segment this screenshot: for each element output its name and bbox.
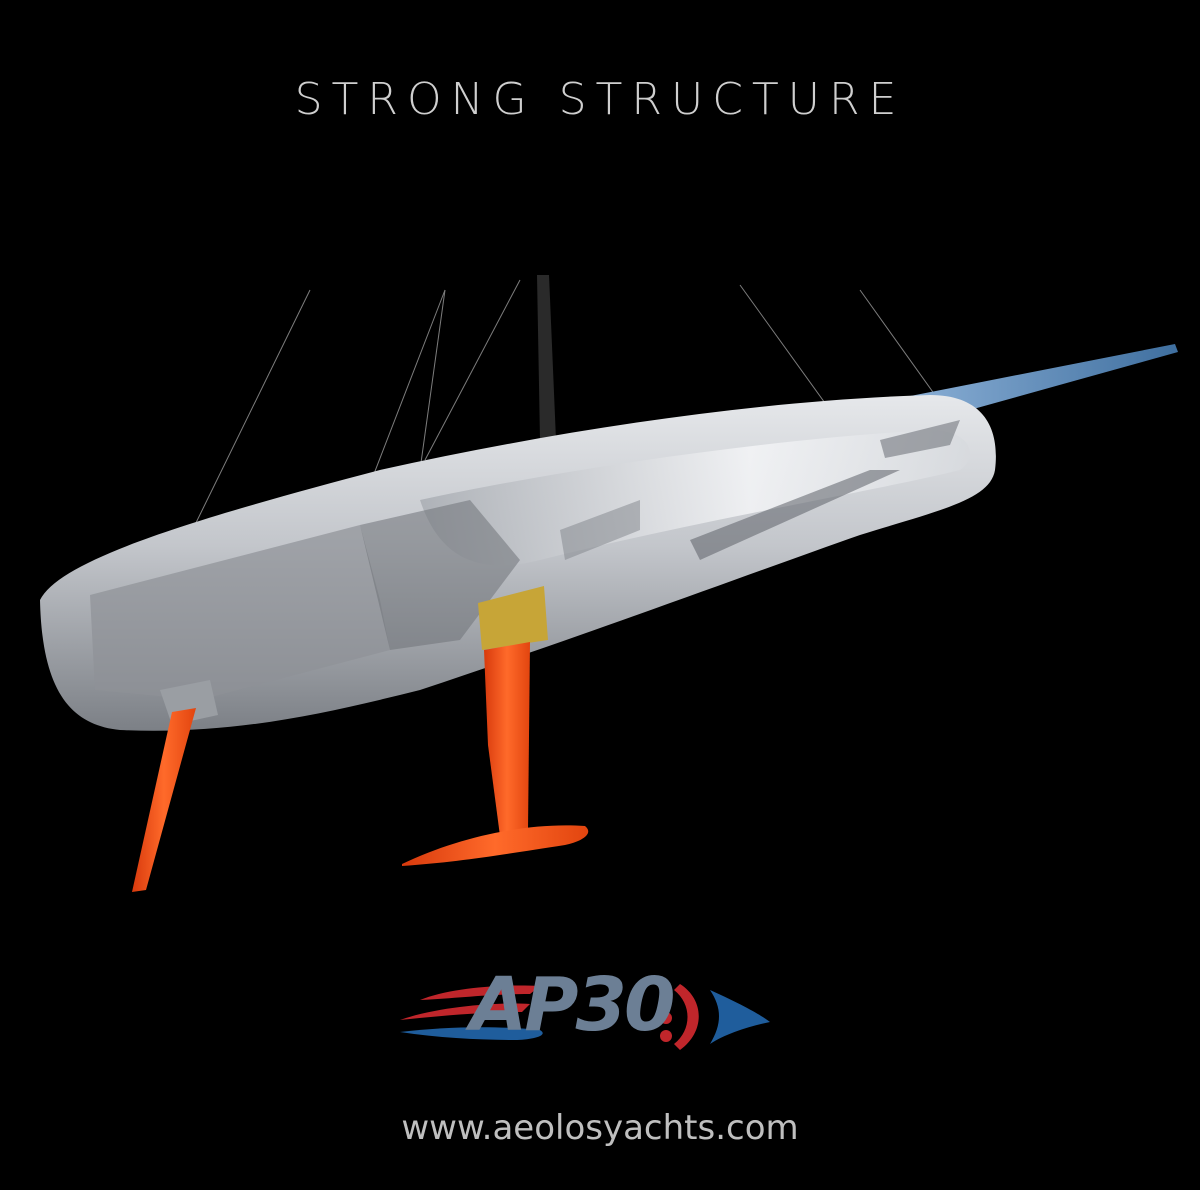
keel-fin: [484, 642, 530, 836]
mast: [537, 275, 556, 440]
logo-text: AP30: [470, 962, 675, 1048]
headline: STRONG STRUCTURE: [294, 74, 906, 125]
keel-foil: [402, 825, 589, 866]
hull: [40, 395, 996, 731]
rigging: [189, 279, 936, 536]
rudder: [132, 708, 196, 892]
logo-mark: [400, 984, 770, 1050]
brand-logo: AP30: [380, 960, 800, 1070]
website-url: www.aeolosyachts.com: [401, 1108, 799, 1148]
